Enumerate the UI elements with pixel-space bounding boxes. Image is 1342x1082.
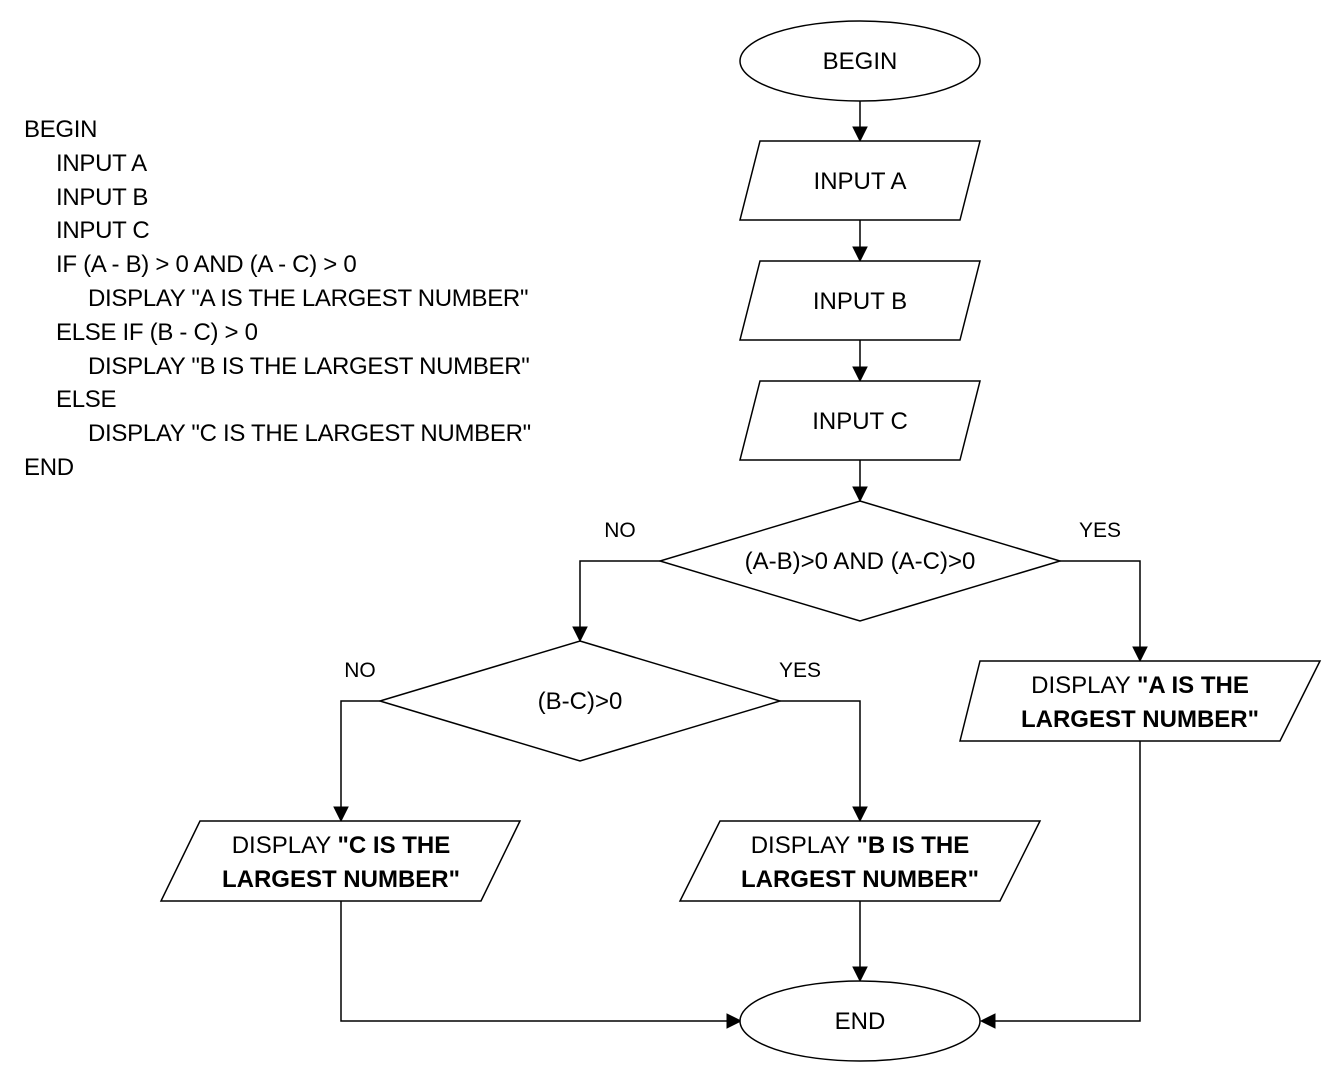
decision-2-no-label: NO xyxy=(344,659,376,682)
input-a-parallelogram xyxy=(739,140,981,221)
arrowhead xyxy=(726,1013,743,1029)
decision-1-diamond xyxy=(657,500,1063,622)
pseudocode-line: INPUT B xyxy=(56,183,149,211)
display-b-node: DISPLAY "B IS THE LARGEST NUMBER" xyxy=(678,820,1042,902)
arrowhead xyxy=(1132,646,1148,663)
end-label: END xyxy=(835,1008,886,1035)
begin-label: BEGIN xyxy=(823,48,898,75)
input-b-parallelogram xyxy=(739,260,981,341)
input-a-node: INPUT A xyxy=(739,140,981,221)
decision-2-yes-label: YES xyxy=(779,659,821,682)
input-b-node: INPUT B xyxy=(739,260,981,341)
input-c-parallelogram xyxy=(739,380,981,461)
pseudocode-line: ELSE xyxy=(56,386,117,414)
arrowhead xyxy=(852,366,868,383)
display-a-prefix: DISPLAY xyxy=(1031,672,1137,699)
edge-display-a-to-end xyxy=(994,741,1141,1022)
display-b-text-line1: DISPLAY "B IS THE xyxy=(751,832,970,859)
display-a-line1: "A IS THE xyxy=(1137,672,1249,699)
decision-1-label: (A-B)>0 AND (A-C)>0 xyxy=(745,548,976,575)
arrowhead xyxy=(852,246,868,263)
pseudocode-line: IF (A - B) > 0 AND (A - C) > 0 xyxy=(56,251,357,279)
begin-terminator xyxy=(739,20,981,102)
display-b-prefix: DISPLAY xyxy=(751,832,857,859)
begin-node: BEGIN xyxy=(739,20,981,102)
display-b-line2: LARGEST NUMBER" xyxy=(741,866,979,893)
display-b-parallelogram xyxy=(678,820,1042,902)
pseudocode-line: INPUT A xyxy=(56,149,147,177)
input-c-label: INPUT C xyxy=(812,408,908,435)
input-c-node: INPUT C xyxy=(739,380,981,461)
edge-decision-2-yes xyxy=(780,700,861,808)
arrowhead xyxy=(333,806,349,823)
display-c-line1: "C IS THE xyxy=(338,832,451,859)
arrowhead xyxy=(852,486,868,503)
pseudocode-line: DISPLAY "A IS THE LARGEST NUMBER" xyxy=(88,284,529,312)
display-c-prefix: DISPLAY xyxy=(232,832,338,859)
arrowhead xyxy=(852,966,868,983)
pseudocode-line: INPUT C xyxy=(56,217,150,245)
decision-1-no-label: NO xyxy=(604,519,636,542)
pseudocode-line: ELSE IF (B - C) > 0 xyxy=(56,318,258,346)
pseudocode-line: DISPLAY "C IS THE LARGEST NUMBER" xyxy=(88,420,531,448)
end-terminator xyxy=(739,980,981,1062)
edge-decision-2-no xyxy=(340,700,380,808)
input-a-label: INPUT A xyxy=(814,168,907,195)
display-a-text-line1: DISPLAY "A IS THE xyxy=(1031,672,1249,699)
display-c-text-line1: DISPLAY "C IS THE xyxy=(232,832,451,859)
pseudocode-line: END xyxy=(24,453,74,481)
arrowhead xyxy=(572,626,588,643)
display-c-node: DISPLAY "C IS THE LARGEST NUMBER" xyxy=(159,820,522,902)
display-a-node: DISPLAY "A IS THE LARGEST NUMBER" xyxy=(959,660,1322,742)
decision-2-diamond xyxy=(377,640,783,762)
edge-display-c-to-end xyxy=(340,901,728,1022)
decision-1-node: (A-B)>0 AND (A-C)>0 xyxy=(657,500,1063,622)
display-a-line2: LARGEST NUMBER" xyxy=(1021,706,1259,733)
display-b-line1: "B IS THE xyxy=(857,832,970,859)
pseudocode-line: DISPLAY "B IS THE LARGEST NUMBER" xyxy=(88,352,530,380)
display-c-parallelogram xyxy=(159,820,522,902)
display-c-line2: LARGEST NUMBER" xyxy=(222,866,460,893)
input-b-label: INPUT B xyxy=(813,288,907,315)
arrowhead xyxy=(852,806,868,823)
end-node: END xyxy=(739,980,981,1062)
arrowhead xyxy=(852,126,868,143)
flowchart-edges xyxy=(333,100,1148,1029)
decision-2-label: (B-C)>0 xyxy=(538,688,623,715)
pseudocode-line: BEGIN xyxy=(24,116,98,143)
display-a-parallelogram xyxy=(959,660,1322,742)
decision-2-node: (B-C)>0 xyxy=(377,640,783,762)
edge-decision-1-yes xyxy=(1060,560,1141,648)
pseudocode-block: BEGIN INPUT A INPUT B INPUT C IF (A - B)… xyxy=(24,113,531,485)
decision-1-yes-label: YES xyxy=(1079,519,1121,542)
edge-decision-1-no xyxy=(579,560,660,628)
arrowhead xyxy=(979,1013,996,1029)
